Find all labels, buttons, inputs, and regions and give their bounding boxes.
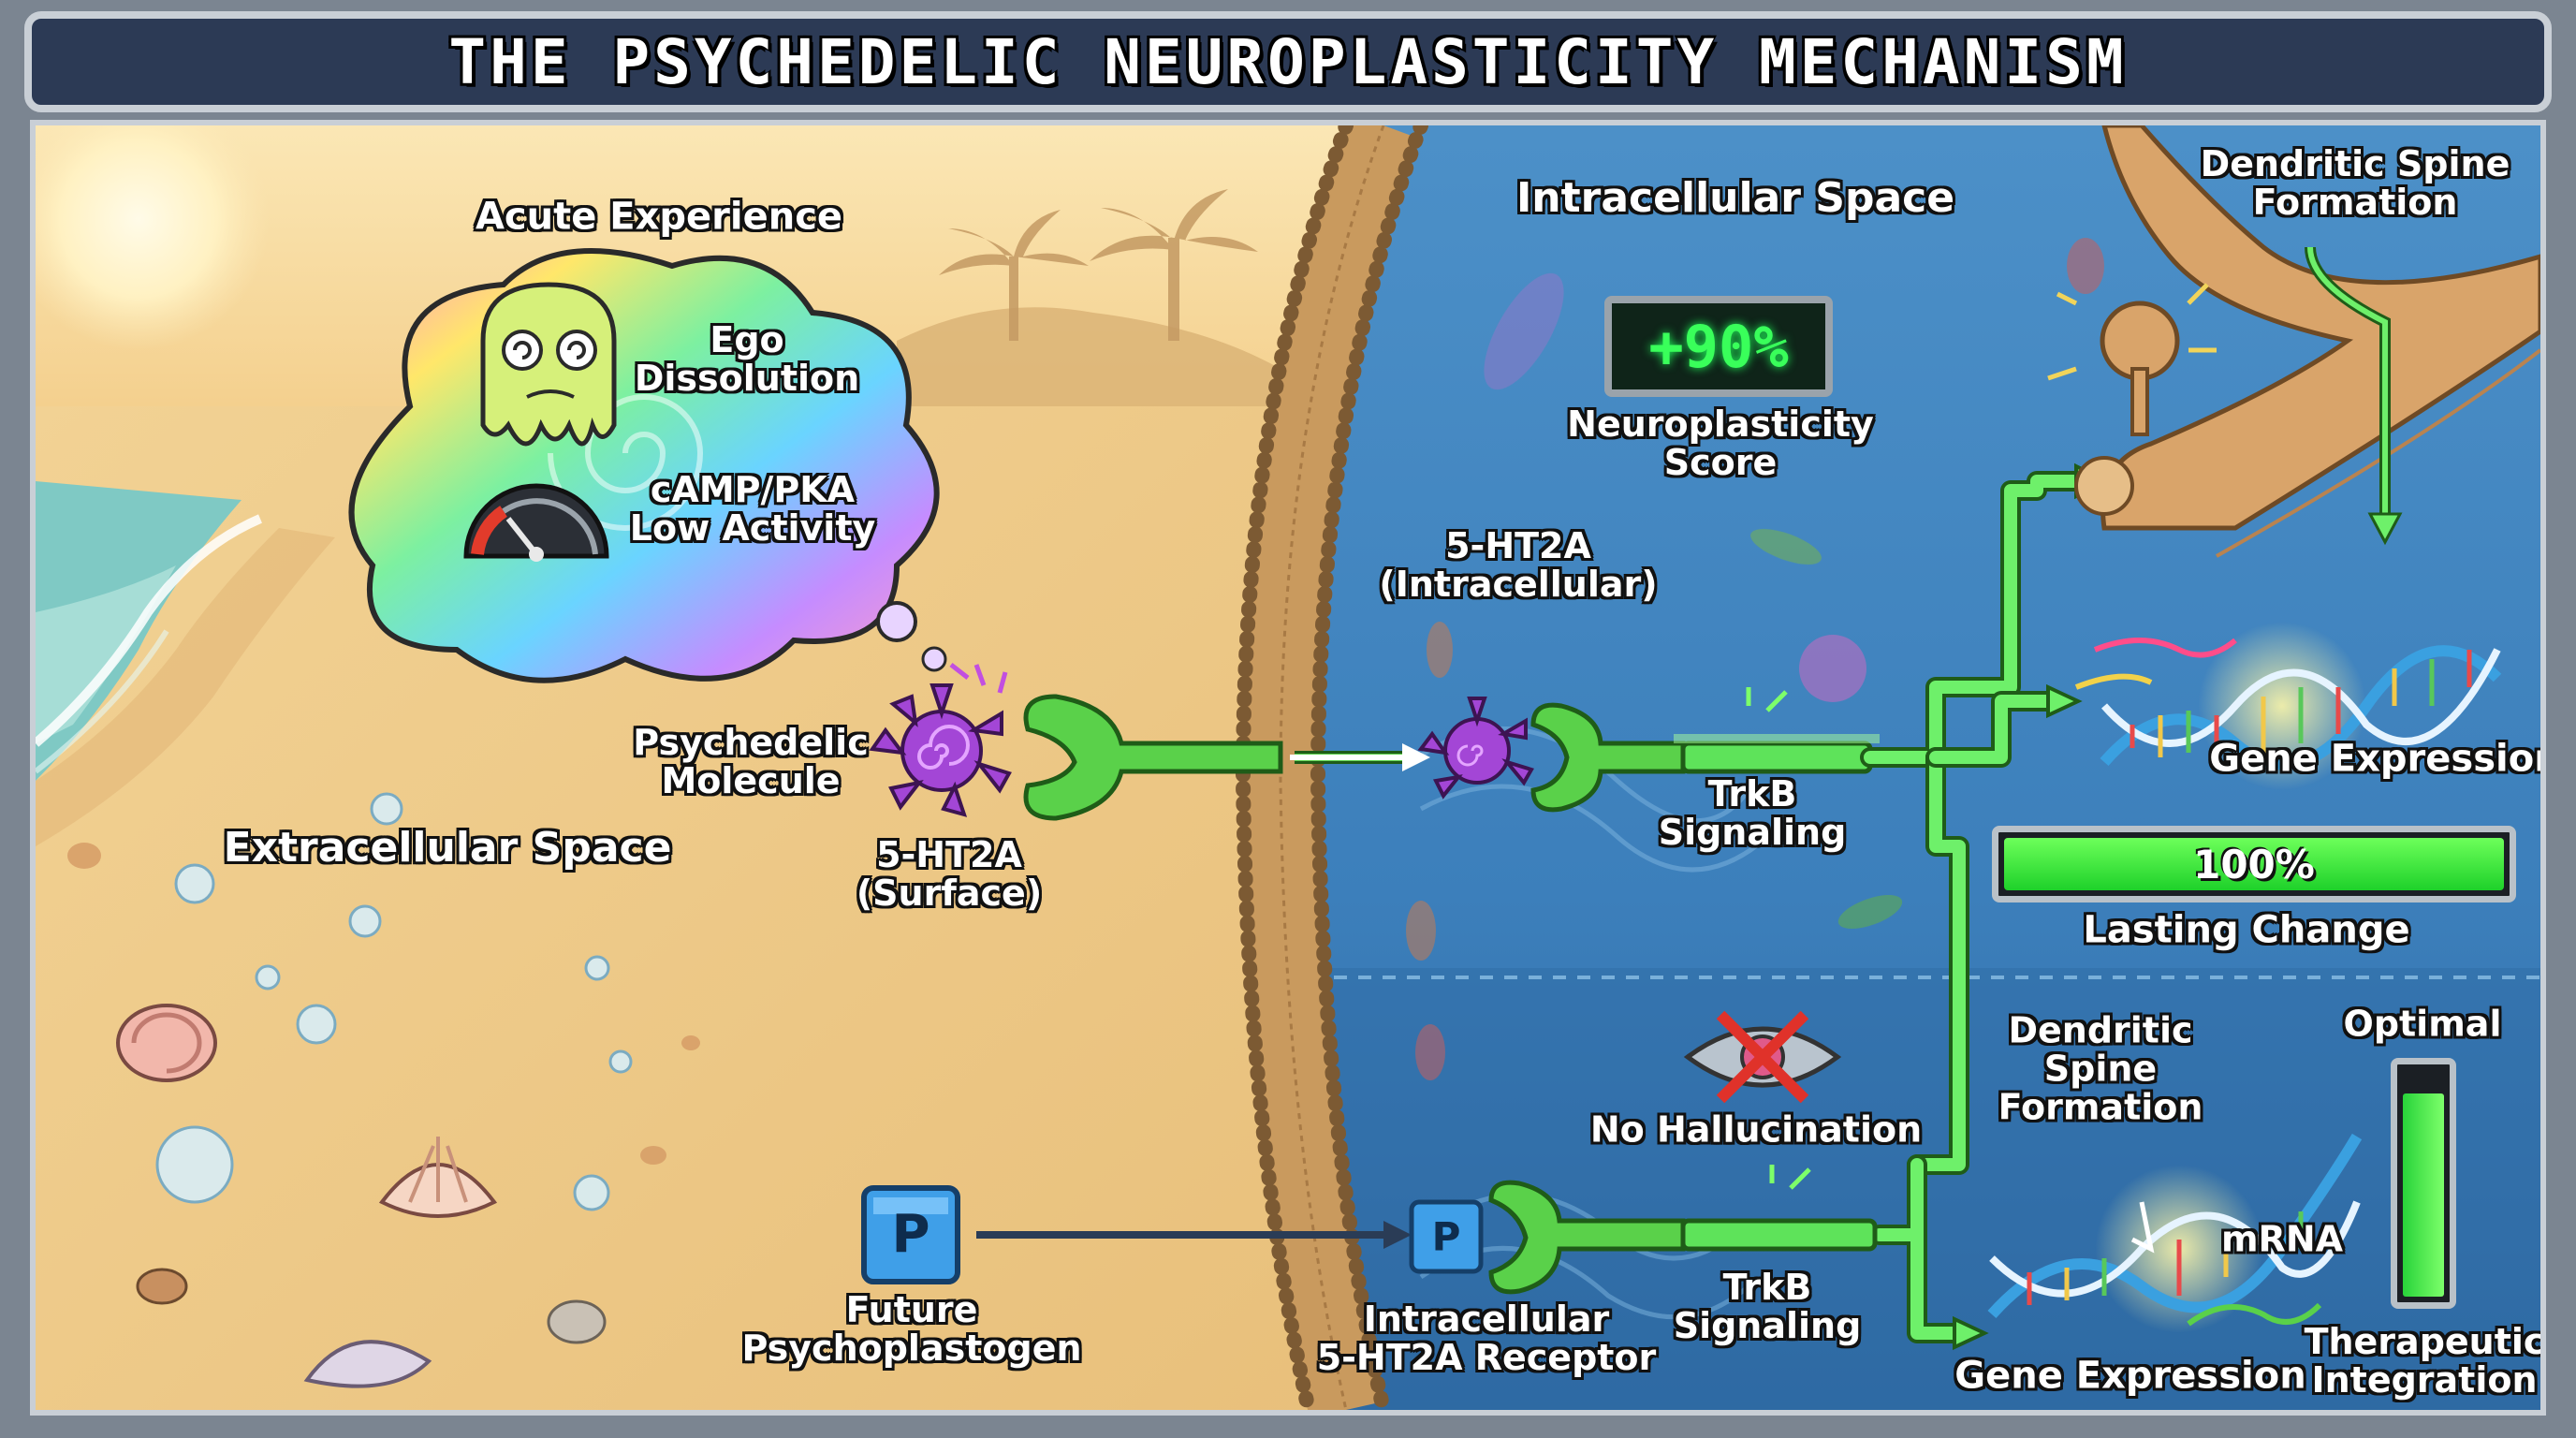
diagram-scene: Acute Experience Ego Dissolution cAMP/PK… [30, 120, 2546, 1416]
arrow-icon [1290, 743, 1430, 771]
surface-receptor-icon [1023, 694, 1283, 821]
signal-pathway-top [1860, 471, 2086, 1343]
surface-receptor-label: 5-HT2A (Surface) [856, 833, 1043, 914]
psychedelic-molecule-label: Psychedelic Molecule [633, 721, 869, 801]
page-title: THE PSYCHEDELIC NEUROPLASTICITY MECHANIS… [448, 25, 2128, 98]
cell-membrane [1235, 125, 1428, 1410]
intracellular-psychoplastogen-icon [1409, 1199, 1484, 1274]
sun-icon [36, 125, 270, 350]
intracellular-receptor-icon [1530, 702, 1686, 813]
scene-artwork [36, 125, 2540, 1410]
neuroplasticity-score-label: Neuroplasticity Score [1567, 403, 1874, 483]
camp-pka-label: cAMP/PKA Low Activity [629, 468, 876, 549]
p-symbol: P [891, 1203, 930, 1265]
gene-expression-bottom-label: Gene Expression [1954, 1354, 2306, 1398]
mrna-label: mRNA [2220, 1218, 2344, 1260]
extracellular-space-label: Extracellular Space [223, 824, 672, 873]
trkb-channel-bottom [1680, 1165, 1878, 1252]
intracellular-receptor-bottom-icon [1488, 1180, 1686, 1295]
lasting-change-fill [2004, 838, 2504, 890]
organelles [1406, 238, 2104, 1080]
intracellular-molecule-icon [1417, 697, 1534, 800]
trkb-signaling-top-label: TrkB Signaling [1658, 772, 1847, 853]
gauge-icon [463, 483, 609, 562]
palm-tree-icon [939, 189, 1258, 341]
dna-helix-icon [2074, 622, 2502, 790]
psychoplastogen-icon [861, 1185, 960, 1284]
lasting-change-label: Lasting Change [2083, 908, 2410, 952]
trkb-signaling-bottom-label: TrkB Signaling [1673, 1266, 1862, 1346]
lasting-change-bar: 100% [1992, 826, 2516, 902]
intracellular-space-label: Intracellular Space [1515, 174, 1955, 223]
seashell-icon [116, 1004, 607, 1388]
p-symbol-small: P [1431, 1213, 1461, 1260]
dna-helix-bottom-icon [1987, 1133, 2363, 1333]
lasting-change-value: 100% [2193, 841, 2315, 888]
melting-face-icon [480, 282, 617, 447]
ego-dissolution-label: Ego Dissolution [634, 318, 860, 399]
no-hallucination-label: No Hallucination [1589, 1108, 1923, 1151]
title-bar: THE PSYCHEDELIC NEUROPLASTICITY MECHANIS… [24, 11, 2552, 112]
optimal-label: Optimal [2343, 1003, 2502, 1045]
arrow-icon [976, 1221, 1412, 1249]
dendrite-icon [2047, 125, 2540, 558]
dendritic-spine-bottom-label: Dendritic Spine Formation [1998, 1009, 2203, 1128]
future-psychoplastogen-label: Future Psychoplastogen [741, 1288, 1082, 1369]
score-value: +90% [1648, 312, 1789, 381]
dendritic-spine-top-label: Dendritic Spine Formation [2200, 142, 2510, 223]
bubbles [155, 792, 633, 1211]
intracellular-receptor-bottom-label: Intracellular 5-HT2A Receptor [1316, 1298, 1657, 1378]
score-display: +90% [1604, 296, 1833, 397]
no-hallucination-icon [1683, 1010, 1842, 1104]
acute-experience-label: Acute Experience [475, 195, 843, 239]
gene-expression-top-label: Gene Expression [2209, 737, 2546, 781]
therapeutic-gauge-fill [2403, 1093, 2444, 1297]
psychedelic-molecule-icon [869, 663, 1012, 817]
therapeutic-gauge [2391, 1058, 2456, 1309]
intracellular-receptor-label: 5-HT2A (Intracellular) [1379, 524, 1658, 605]
therapeutic-integration-label: Therapeutic Integration [2304, 1320, 2545, 1401]
